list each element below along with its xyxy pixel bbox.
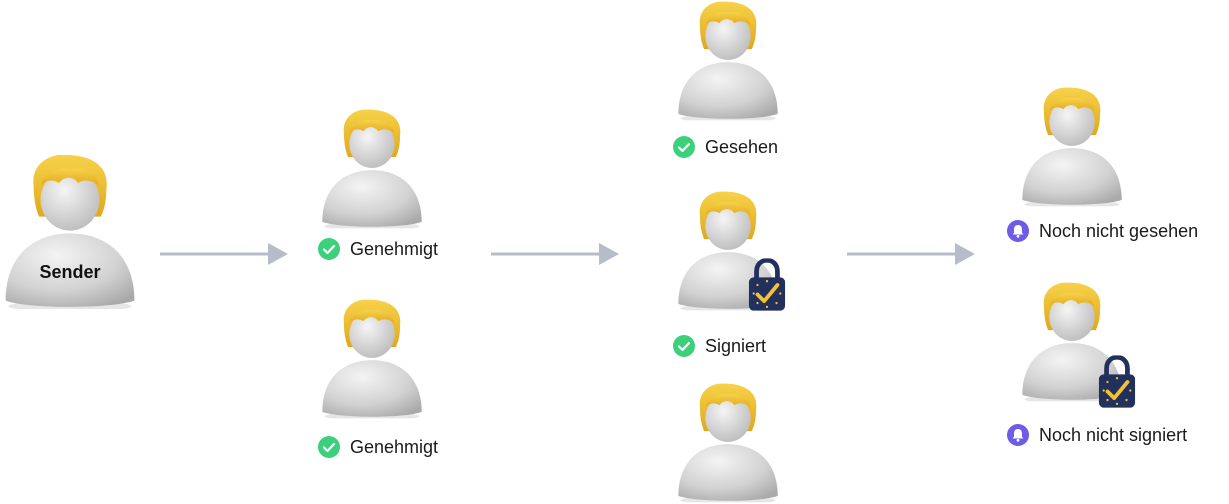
arrow-right-icon	[847, 242, 977, 271]
sender-avatar	[0, 152, 140, 312]
status-approved: Genehmigt	[318, 436, 438, 458]
lock-check-icon	[748, 257, 786, 313]
status-not-seen: Noch nicht gesehen	[1007, 220, 1198, 242]
recipient-avatar	[1018, 86, 1126, 208]
recipient-avatar	[318, 108, 426, 230]
bell-icon	[1007, 220, 1029, 242]
check-circle-icon	[673, 335, 695, 357]
lock-check-icon	[1098, 354, 1136, 410]
status-label: Genehmigt	[350, 238, 439, 259]
status-label: Noch nicht gesehen	[1039, 220, 1199, 241]
check-circle-icon	[318, 436, 340, 458]
recipient-avatar	[674, 382, 782, 504]
status-not-signed: Noch nicht signiert	[1007, 424, 1187, 446]
status-signed: Signiert	[673, 335, 766, 357]
status-seen: Gesehen	[673, 136, 778, 158]
arrow-right-icon	[491, 242, 621, 271]
check-circle-icon	[673, 136, 695, 158]
bell-icon	[1007, 424, 1029, 446]
status-approved: Genehmigt	[318, 238, 438, 260]
sender-label: Sender	[39, 262, 101, 282]
status-label: Gesehen	[705, 136, 779, 157]
recipient-avatar	[674, 0, 782, 122]
status-label: Genehmigt	[350, 436, 439, 457]
arrow-right-icon	[160, 242, 290, 271]
status-label: Signiert	[705, 335, 767, 356]
check-circle-icon	[318, 238, 340, 260]
status-label: Noch nicht signiert	[1039, 424, 1188, 445]
recipient-avatar	[318, 298, 426, 420]
